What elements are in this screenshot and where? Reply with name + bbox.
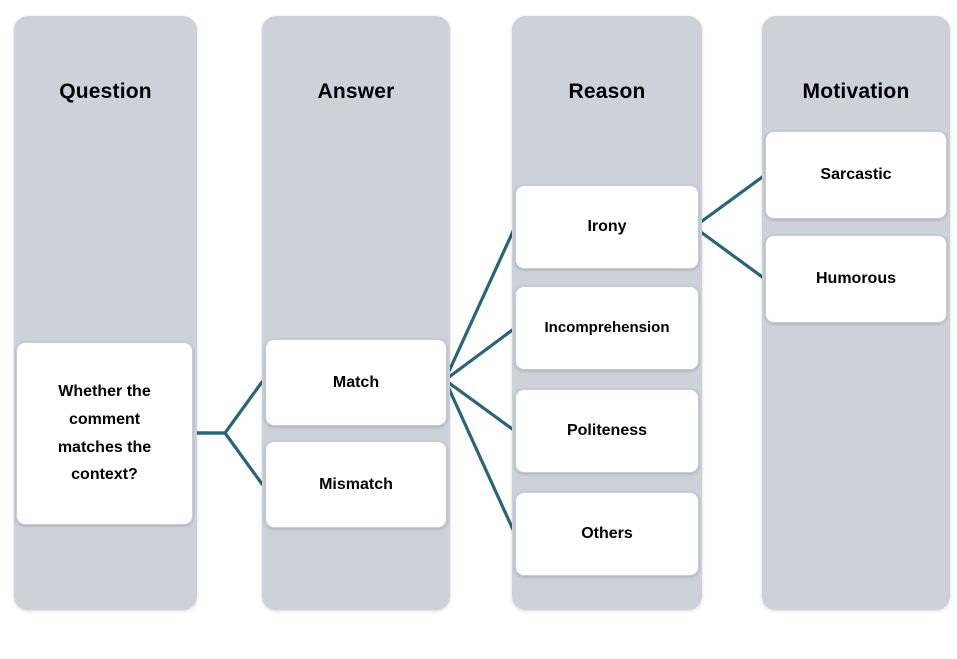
node-label-mismatch: Mismatch: [319, 475, 393, 493]
node-incomprehension[interactable]: Incomprehension: [515, 286, 699, 370]
node-humorous[interactable]: Humorous: [765, 235, 947, 323]
connector-irony-to-sarcastic: [692, 173, 767, 229]
node-label-irony: Irony: [587, 218, 627, 236]
connector-match-to-irony: [443, 225, 517, 384]
connector-match-to-politeness: [443, 378, 517, 433]
node-question-prompt[interactable]: Whether the comment matches the context?: [16, 342, 193, 525]
node-others[interactable]: Others: [515, 492, 699, 576]
node-label-politeness: Politeness: [566, 422, 648, 440]
node-label-humorous: Humorous: [816, 270, 896, 288]
connector-question-to-match: [191, 380, 264, 435]
column-title-reason: Reason: [568, 80, 646, 103]
node-irony[interactable]: Irony: [515, 185, 699, 269]
node-sarcastic[interactable]: Sarcastic: [765, 131, 947, 219]
node-label-others: Others: [581, 525, 633, 543]
node-mismatch[interactable]: Mismatch: [265, 441, 447, 528]
node-label-sarcastic: Sarcastic: [820, 166, 892, 184]
connector-match-to-others: [443, 378, 517, 536]
column-title-motivation: Motivation: [802, 80, 910, 103]
column-title-question: Question: [59, 80, 152, 103]
node-politeness[interactable]: Politeness: [515, 389, 699, 473]
connector-match-to-incomprehension: [443, 326, 517, 384]
node-label-question-prompt: Whether the comment matches the context?: [57, 383, 152, 484]
connector-question-to-mismatch: [191, 431, 264, 486]
node-label-incomprehension: Incomprehension: [544, 318, 670, 336]
node-match[interactable]: Match: [265, 339, 447, 426]
connector-irony-to-humorous: [692, 225, 767, 281]
column-title-answer: Answer: [317, 80, 395, 103]
node-label-match: Match: [332, 373, 380, 391]
